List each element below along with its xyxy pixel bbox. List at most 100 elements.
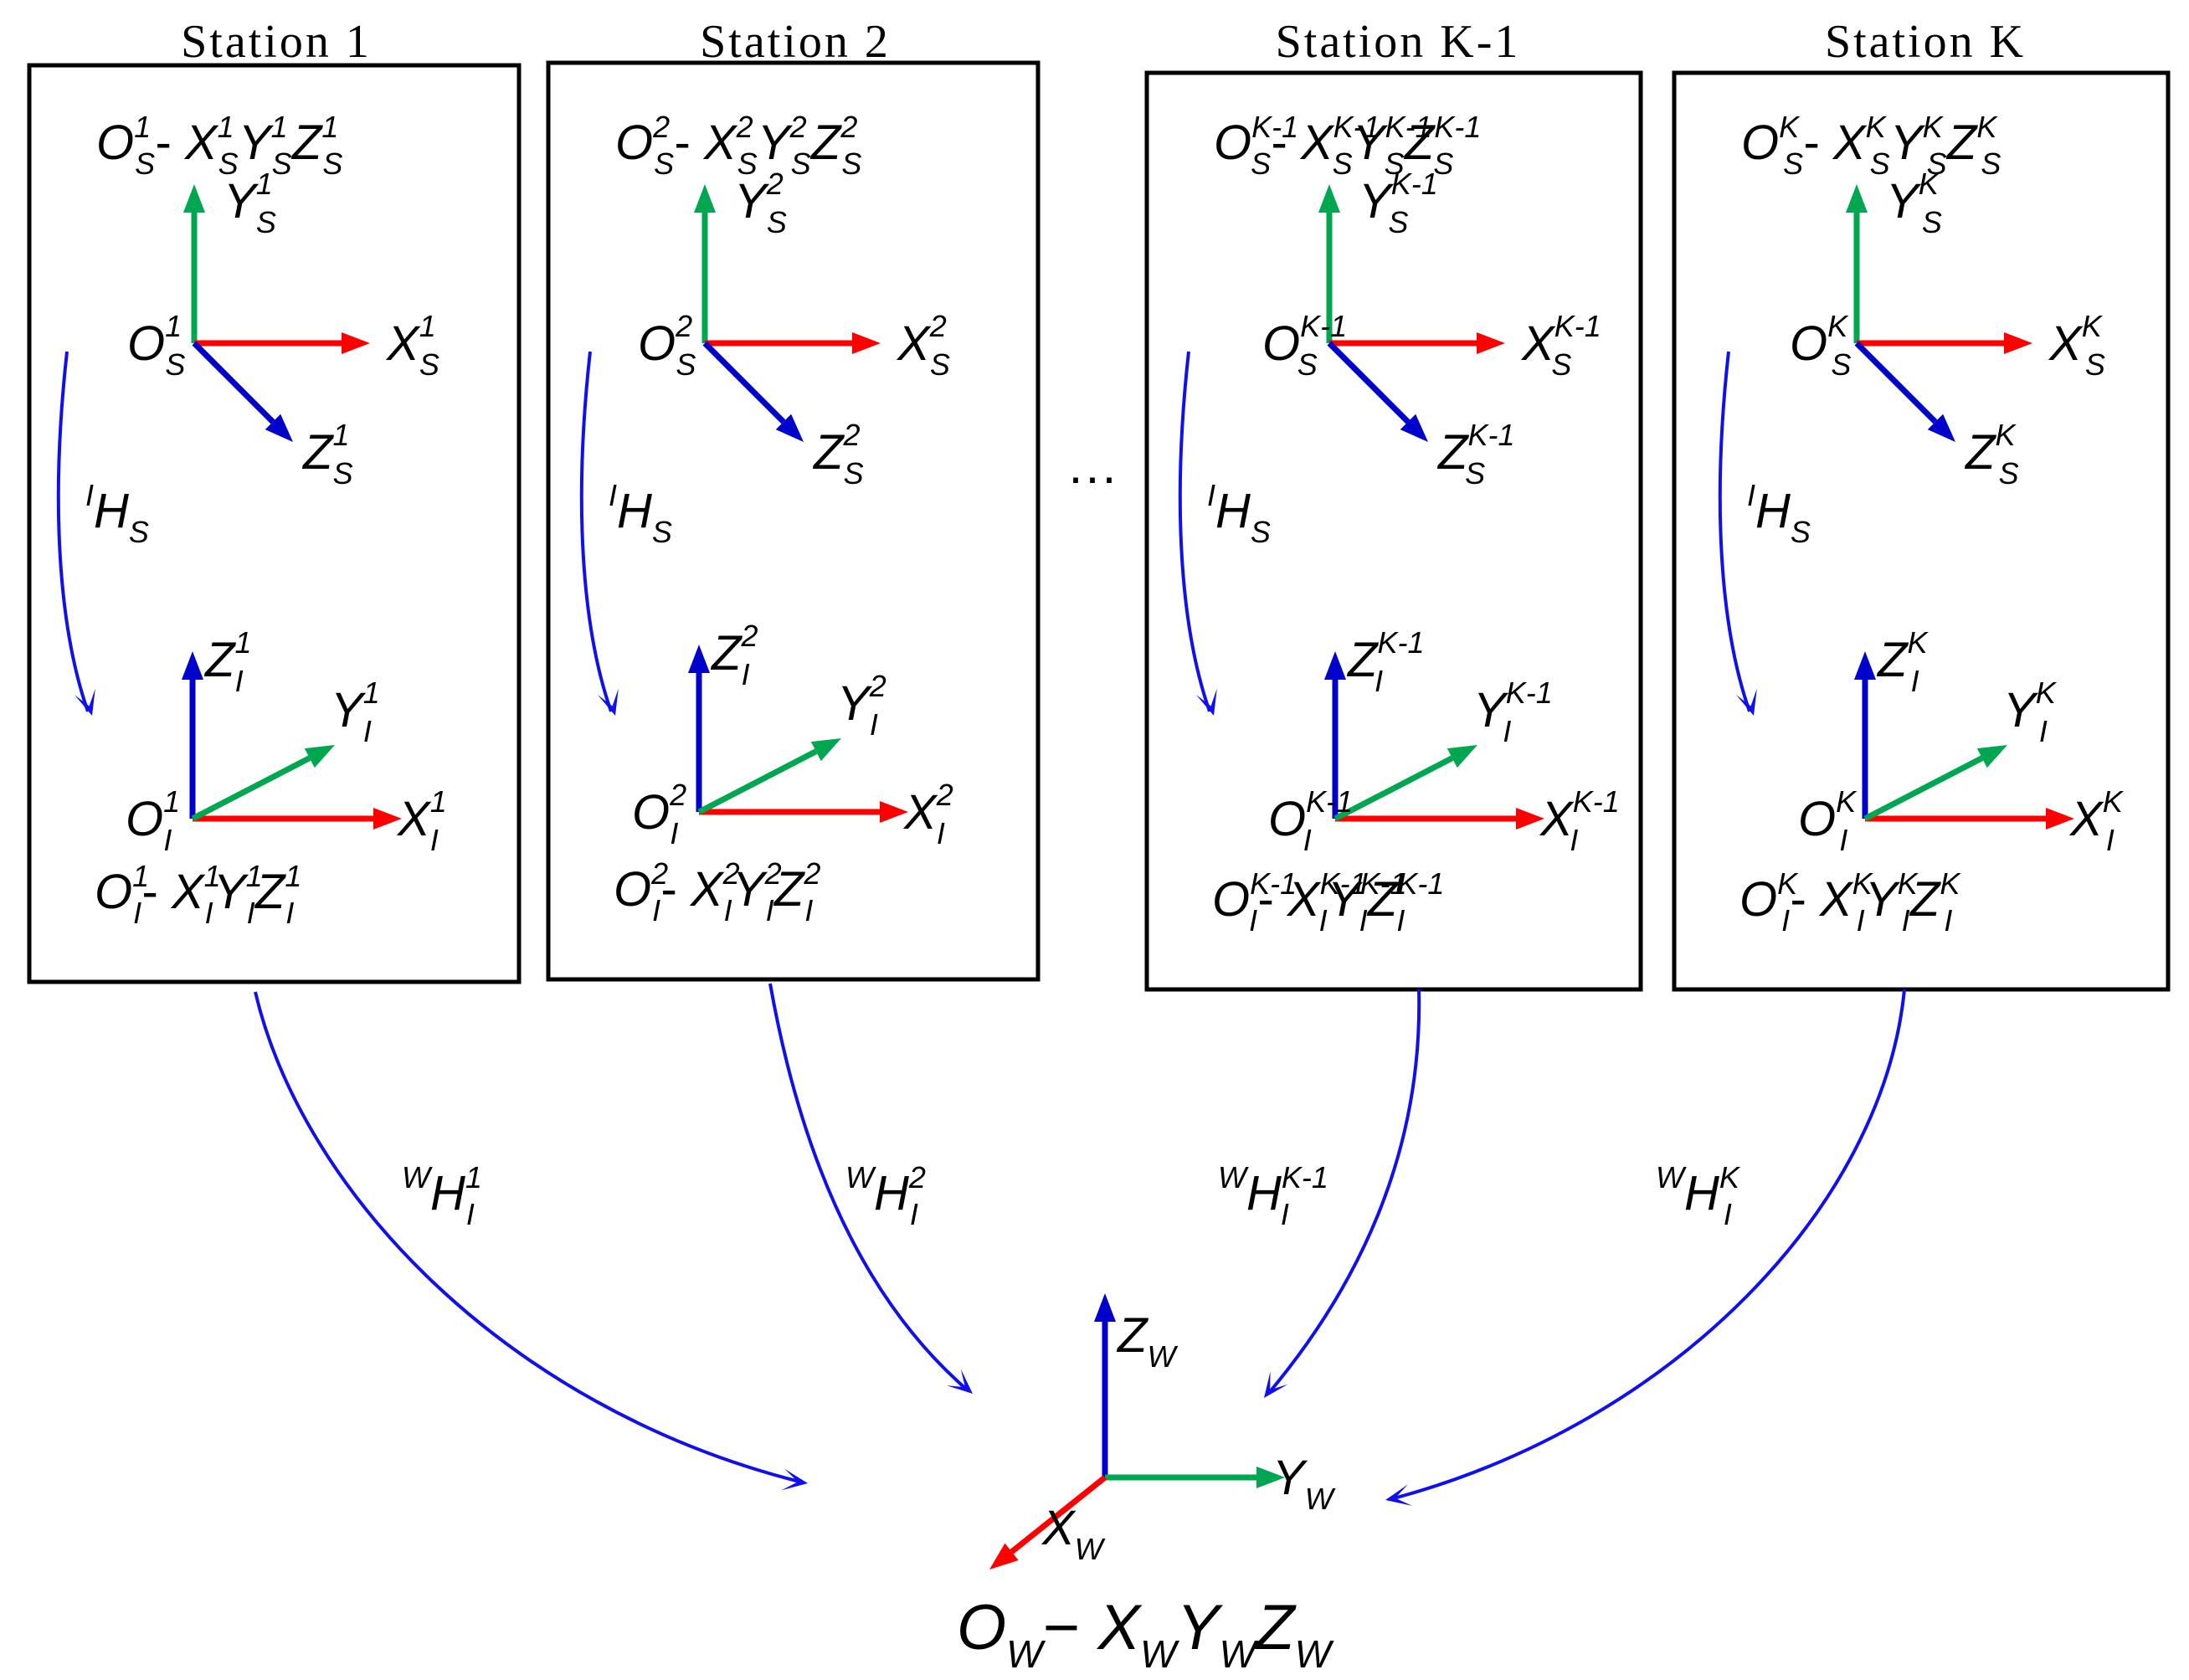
world-x-label: XW: [1041, 1501, 1106, 1566]
station-1-local-transform-sub: S: [129, 515, 149, 549]
station-1-inter-frame-sup: 1: [285, 859, 301, 893]
station-3-sensor-origin-label-main: O: [1262, 316, 1300, 371]
station-2-inter-y-axis: [699, 738, 841, 812]
station-4-inter-frame-main: Z: [1909, 872, 1942, 927]
station-1-sensor-y-label-main: Y: [224, 174, 259, 229]
world-z-label: ZW: [1116, 1308, 1178, 1374]
station-4-sensor-frame-sub: S: [1981, 146, 2001, 181]
station-3-inter-frame-main: X: [1286, 872, 1322, 927]
station-4-sensor-y-label-main: Y: [1886, 174, 1922, 229]
station-1-inter-y-label-main: Y: [331, 683, 367, 737]
world-frame-sub: W: [1006, 1632, 1046, 1676]
station-3-inter-y-label-sup: K-1: [1506, 676, 1553, 710]
station-3-local-transform-arrow: [1180, 352, 1217, 716]
station-4-inter-frame-sub: I: [1902, 903, 1910, 938]
station-1-inter-frame-sub: I: [133, 896, 141, 930]
station-2-sensor-frame-sup: 2: [840, 110, 857, 144]
station-2-local-transform-pre: I: [609, 478, 617, 512]
station-2-inter-frame-main: Y: [732, 862, 768, 917]
station-2-sensor-y-axis-head: [694, 184, 716, 213]
station-1-inter-origin-label-sup: 1: [163, 784, 180, 819]
station-4-sensor-y-label-sup: K: [1919, 167, 1940, 201]
station-3-sensor-x-label-sub: S: [1551, 347, 1571, 382]
station-2-world-transform-sup: 2: [908, 1160, 926, 1194]
station-2-inter-frame-sub: I: [804, 893, 813, 927]
station-3-title: Station K-1: [1276, 16, 1521, 68]
station-2-sensor-z-label-sup: 2: [842, 418, 860, 452]
station-2-sensor-frame-sup: 2: [736, 110, 753, 144]
station-3-sensor-z-axis-shaft: [1329, 343, 1408, 422]
station-4-sensor-origin-label-sub: S: [1831, 347, 1851, 382]
world-frame-sub: W: [1219, 1632, 1259, 1676]
station-2-sensor-frame-sub: S: [791, 146, 811, 181]
station-4-local-transform-arrow-path: [1720, 352, 1750, 712]
station-2-inter-frame-main: X: [689, 862, 725, 917]
station-3-sensor-y-label-sup: K-1: [1391, 167, 1438, 201]
station-1-local-transform-arrow-path: [59, 352, 88, 712]
station-3-local-transform-arrow-path: [1180, 352, 1210, 712]
station-2-inter-frame-sep: -: [660, 862, 690, 917]
station-2-sensor-y-axis: [694, 184, 716, 343]
station-4-sensor-x-label-main: X: [2048, 316, 2084, 371]
station-4-sensor-y-axis-head: [1846, 184, 1868, 213]
station-4-sensor-z-axis-shaft: [1857, 343, 1935, 422]
station-2-inter-frame-sup: 2: [803, 856, 820, 891]
station-3-sensor-x-label-sup: K-1: [1554, 309, 1601, 343]
station-2-sensor-frame-main: Y: [758, 116, 794, 170]
station-4-local-transform-pre: I: [1747, 478, 1755, 512]
station-1-sensor-origin-label-sub: S: [165, 347, 185, 382]
station-2-inter-y-label-sup: 2: [869, 669, 886, 703]
station-4-sensor-origin-label-sup: K: [1827, 309, 1849, 343]
world-y-label: YW: [1272, 1451, 1336, 1516]
station-4-sensor-frame-sup: K: [1866, 110, 1888, 144]
station-3-inter-frame-main: Z: [1366, 872, 1400, 927]
station-4-sensor-frame-sup: K: [1976, 110, 1998, 144]
station-3-sensor-z-label-sup: K-1: [1467, 418, 1514, 452]
station-2-inter-y-label-sub: I: [870, 707, 878, 742]
station-1-sensor-y-axis-head: [183, 184, 205, 213]
station-4-inter-origin-label-sup: K: [1836, 784, 1858, 819]
station-3-inter-frame-sub: I: [1396, 903, 1405, 938]
station-4-sensor-x-label-sub: S: [2085, 347, 2105, 382]
station-2-inter-frame-sub: I: [652, 893, 660, 927]
station-2-sensor-y-label-sub: S: [767, 205, 787, 239]
station-1-inter-z-axis: [182, 651, 203, 819]
station-1-inter-frame-sub: I: [247, 896, 255, 930]
station-2-sensor-x-axis-head: [852, 332, 881, 354]
world-x-label-main: X: [1041, 1501, 1077, 1555]
station-4-sensor-z-axis: [1857, 343, 1955, 442]
station-1-local-transform-main: H: [94, 484, 129, 538]
world-frame-main: O: [957, 1592, 1006, 1663]
station-4-inter-z-label-sub: I: [1911, 664, 1919, 698]
station-3-local-transform-sub: S: [1251, 515, 1271, 549]
station-3-sensor-frame-sub: S: [1251, 146, 1271, 181]
station-4-sensor-frame-main: Y: [1890, 116, 1926, 170]
station-2-inter-z-label-sub: I: [742, 657, 750, 691]
station-3-sensor-frame-sup: K-1: [1434, 110, 1481, 144]
station-1-sensor-z-axis-shaft: [194, 343, 273, 422]
station-4-inter-y-label-main: Y: [2003, 683, 2039, 737]
station-4-title: Station K: [1825, 16, 2026, 68]
world-x-label-sub: W: [1075, 1532, 1106, 1566]
station-3-sensor-y-label-sub: S: [1388, 205, 1408, 239]
station-4-inter-x-label-main: X: [2068, 792, 2104, 846]
station-4-sensor-frame-sup: K: [1779, 110, 1801, 144]
station-1-inter-y-label-sup: 1: [363, 676, 380, 710]
station-2-sensor-z-label-main: Z: [812, 425, 845, 480]
station-1-world-transform-arrow-path: [255, 992, 799, 1482]
